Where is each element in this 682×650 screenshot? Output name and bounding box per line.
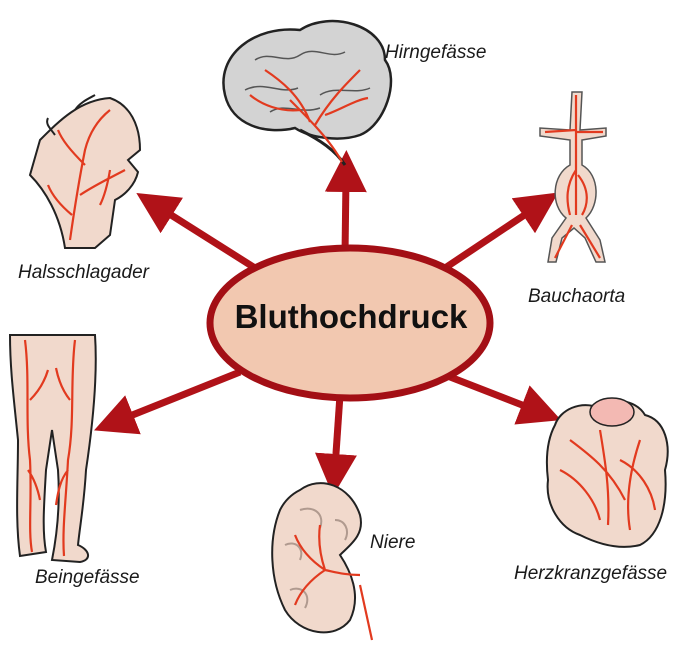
arrow-to-neck [160,208,255,268]
arrow-to-kidney [335,395,340,468]
kidney-illustration [272,483,372,640]
label-kidney: Niere [370,532,415,554]
aorta-illustration [540,92,606,262]
neck-illustration [30,95,140,248]
arrow-to-heart [445,375,535,410]
label-heart: Herzkranzgefässe [514,563,667,585]
arrow-to-brain [345,178,346,255]
arrow-to-aorta [445,208,535,268]
label-legs: Beingefässe [35,567,140,589]
arrow-to-legs [120,372,240,420]
center-label: Bluthochdruck [210,298,492,336]
label-neck: Halsschlagader [18,262,149,284]
label-brain: Hirngefässe [385,42,486,64]
brain-illustration [223,21,391,165]
label-aorta: Bauchaorta [528,286,625,308]
heart-illustration [547,398,668,547]
legs-illustration [10,335,96,562]
